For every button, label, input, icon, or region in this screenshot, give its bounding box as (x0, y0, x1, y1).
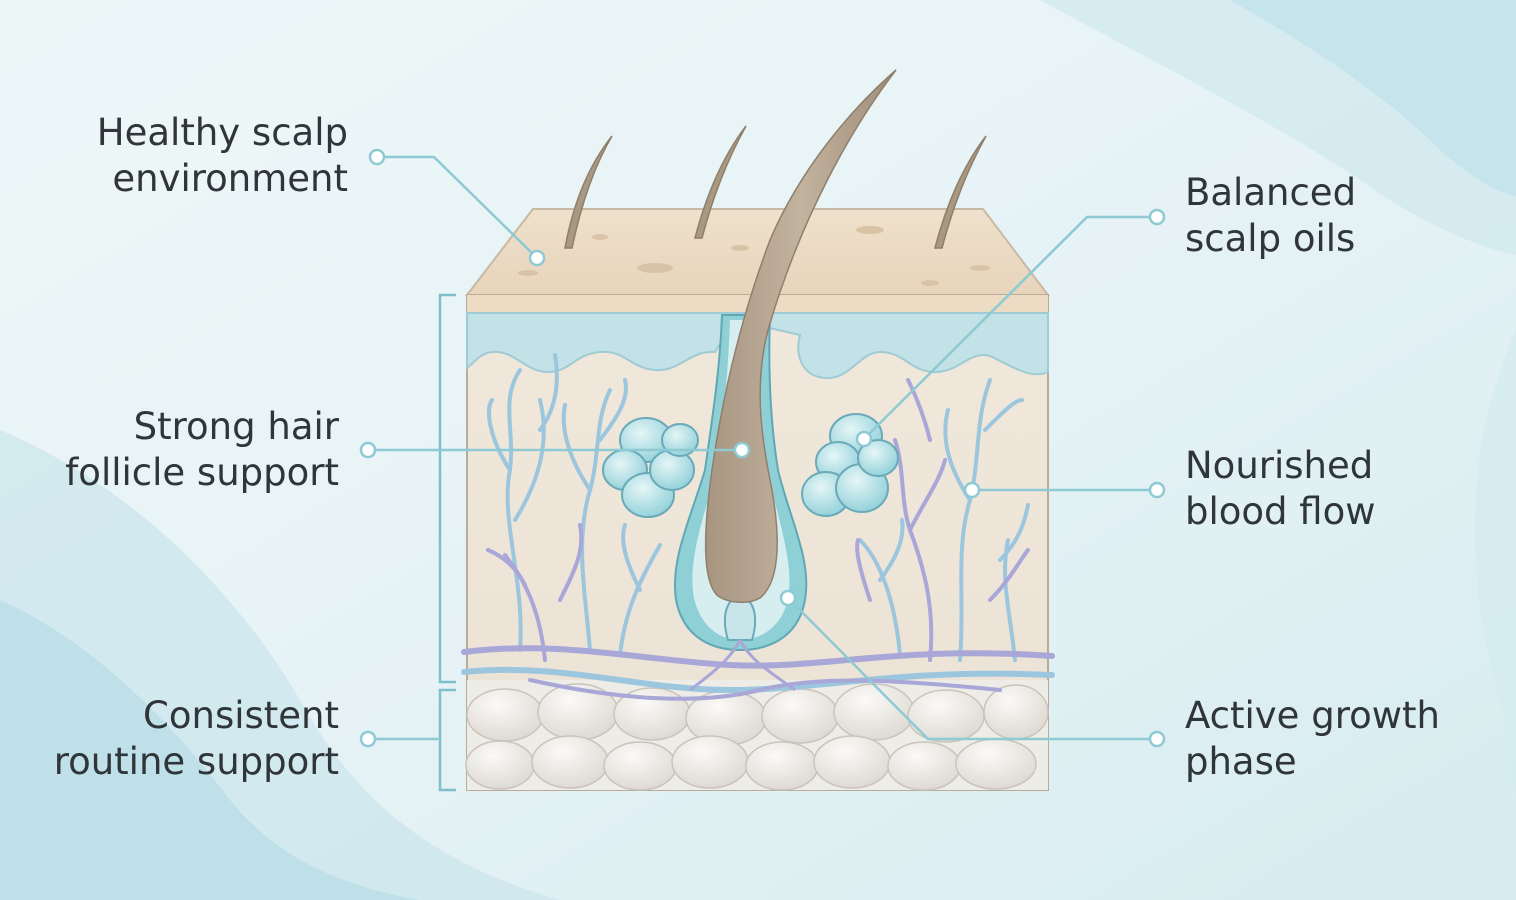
label-growth-phase-line1: Active growth (1185, 694, 1440, 737)
label-healthy-scalp: Healthy scalp environment (97, 110, 348, 202)
background-wave-right (1475, 330, 1516, 800)
circle-marker-icon (733, 441, 751, 459)
leader-healthy-scalp (384, 155, 538, 259)
sebaceous-gland-right (801, 413, 899, 517)
leader-growth-phase (787, 597, 1150, 741)
label-blood-flow-line2: blood flow (1185, 490, 1376, 533)
background-wave-top-right-2 (1230, 0, 1516, 196)
surface-pores (518, 226, 990, 286)
circle-marker-icon (963, 481, 981, 499)
surface-hair-1 (564, 135, 613, 249)
circle-marker-icon (528, 249, 546, 267)
fat-cells (465, 683, 1049, 791)
label-strong-follicle-line2: follicle support (65, 451, 339, 494)
leader-balanced-oils (863, 215, 1150, 440)
label-strong-follicle-line1: Strong hair (133, 405, 339, 448)
circle-marker-icon (359, 730, 377, 748)
background-wave-bottom-left-2 (0, 600, 420, 900)
label-healthy-scalp-line2: environment (112, 157, 348, 200)
label-balanced-oils: Balanced scalp oils (1185, 170, 1356, 262)
label-consistent-routine: Consistent routine support (54, 693, 339, 785)
circle-marker-icon (779, 589, 797, 607)
label-consistent-routine-line2: routine support (53, 740, 339, 783)
circle-marker-icon (1148, 208, 1166, 226)
label-growth-phase: Active growth phase (1185, 693, 1440, 785)
leader-lines (375, 155, 1150, 741)
label-balanced-oils-line2: scalp oils (1185, 217, 1356, 260)
circle-marker-icon (1148, 481, 1166, 499)
skin-cross-section (461, 69, 1055, 791)
blood-vessels (461, 353, 1055, 701)
circle-marker-icon (368, 148, 386, 166)
dermis-bracket (438, 293, 456, 684)
circle-marker-icon (359, 441, 377, 459)
surface-hair-3 (934, 135, 987, 249)
papilla-vessels (689, 639, 796, 692)
sebaceous-gland-left (602, 417, 699, 518)
circle-marker-icon (855, 430, 873, 448)
label-blood-flow: Nourished blood flow (1185, 443, 1376, 535)
label-consistent-routine-line1: Consistent (143, 694, 339, 737)
hair-shaft (704, 69, 897, 603)
circle-marker-icon (1148, 730, 1166, 748)
label-healthy-scalp-line1: Healthy scalp (96, 111, 348, 154)
leader-markers (359, 148, 1166, 748)
label-growth-phase-line2: phase (1185, 740, 1297, 783)
label-balanced-oils-line1: Balanced (1185, 171, 1357, 214)
label-strong-follicle: Strong hair follicle support (65, 404, 339, 496)
surface-hair-2 (694, 125, 747, 239)
epidermis-layer (466, 312, 1049, 380)
label-blood-flow-line1: Nourished (1185, 444, 1374, 487)
